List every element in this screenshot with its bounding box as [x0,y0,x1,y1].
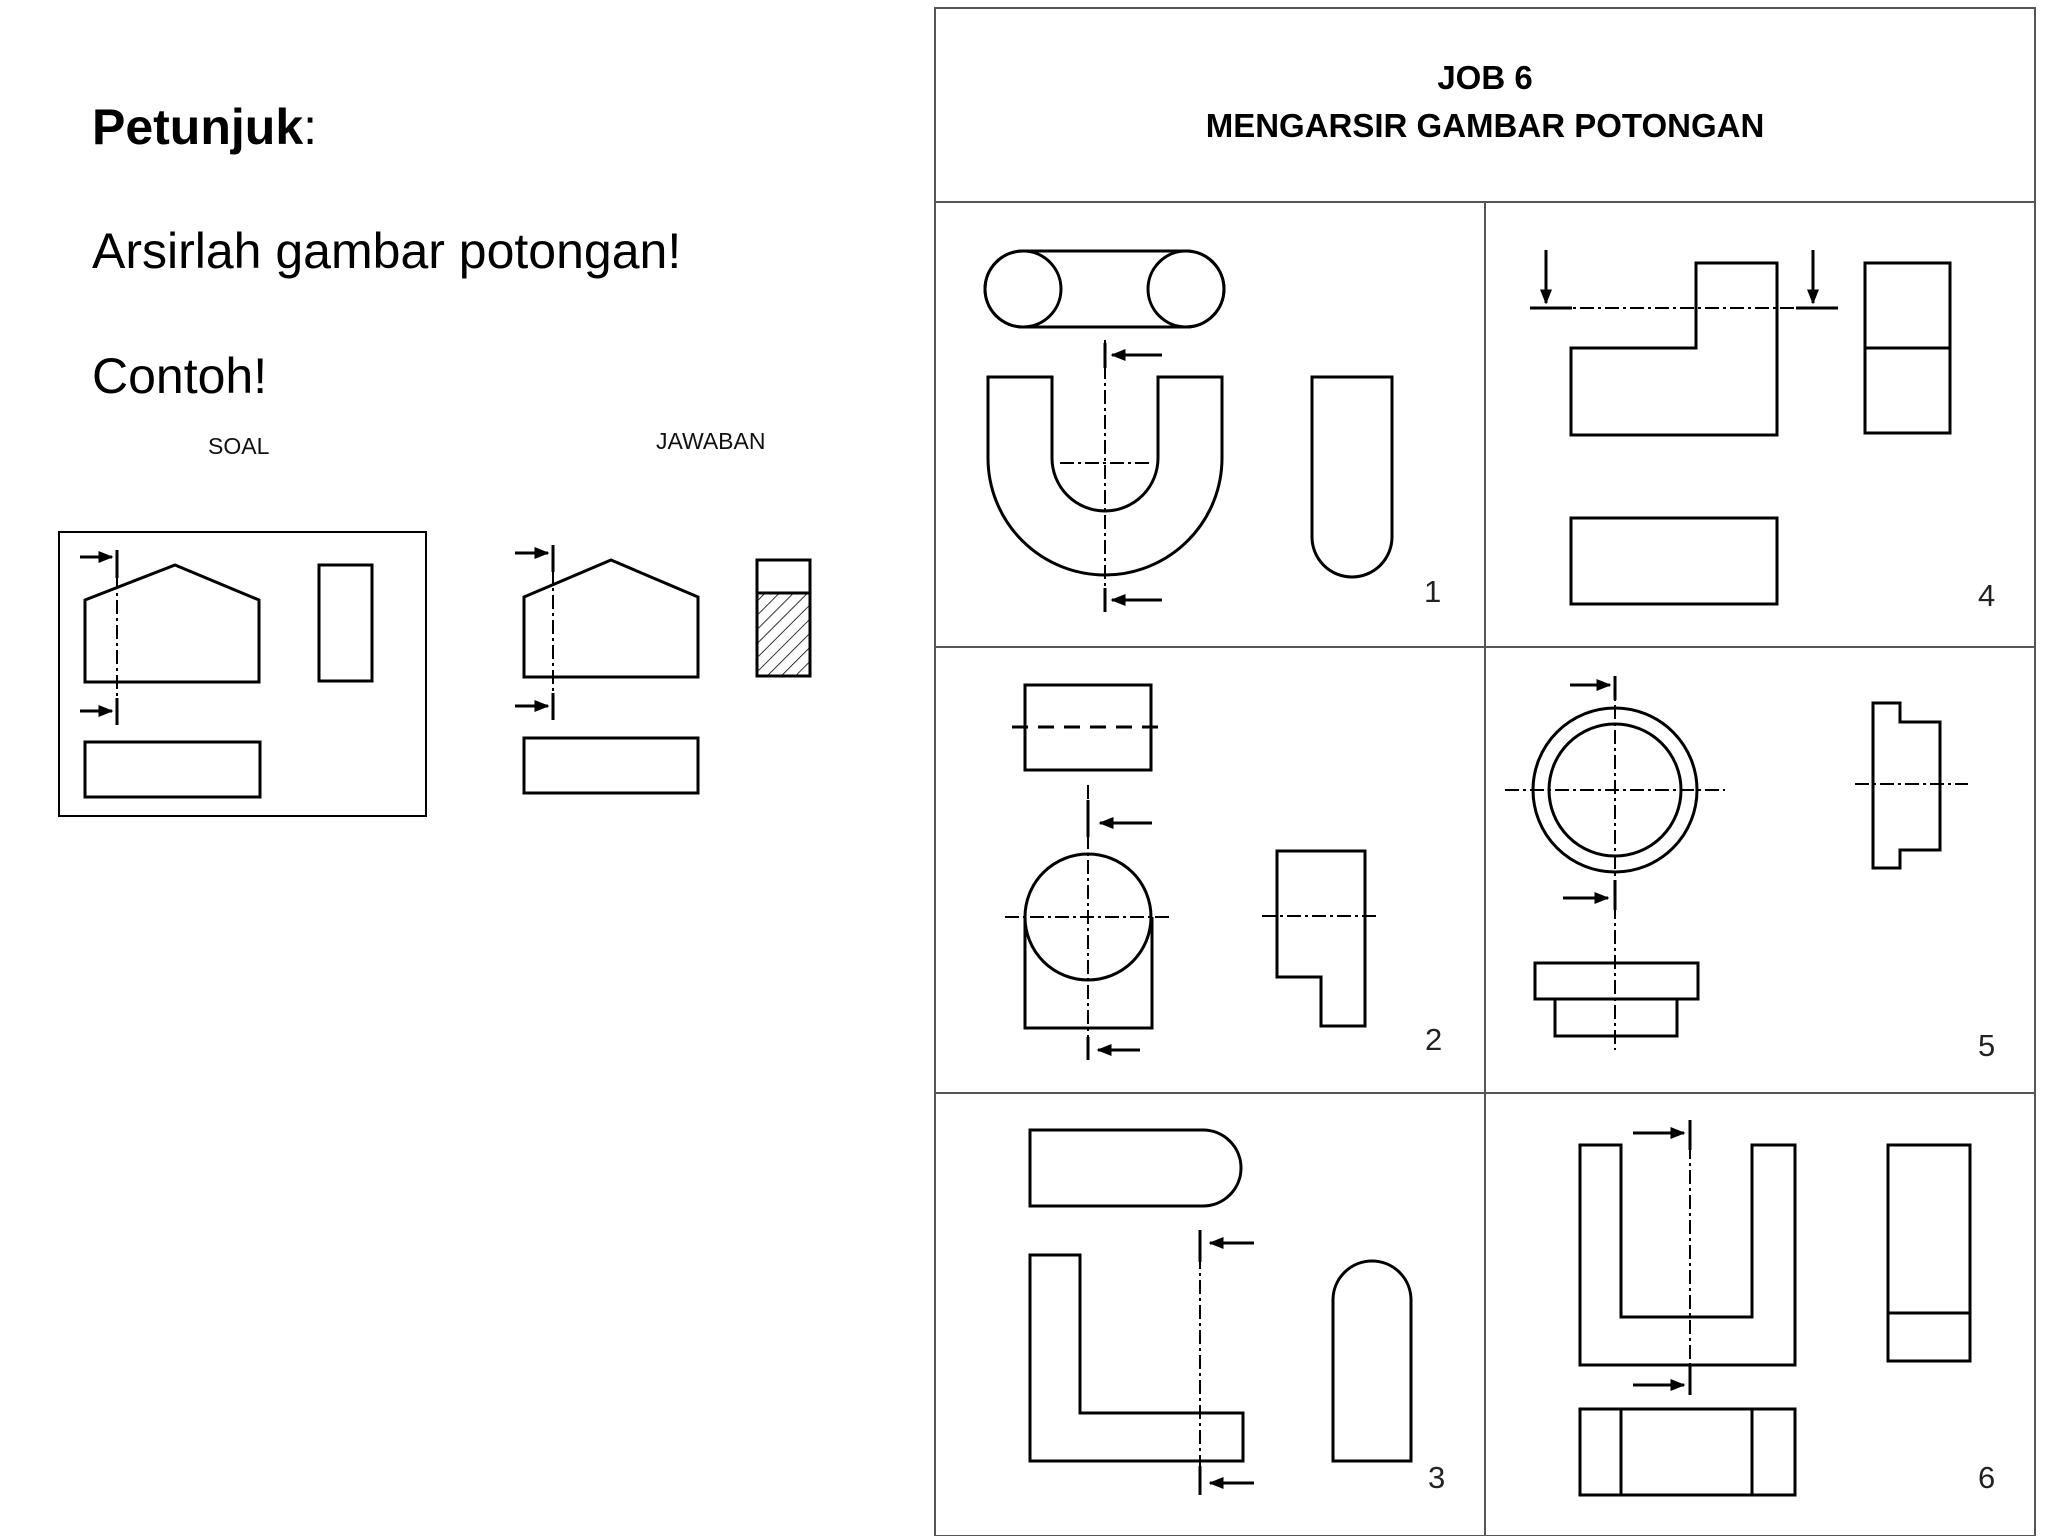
problem-6-number: 6 [1978,1460,1995,1495]
worksheet-frame [934,7,2036,1536]
instructions-body: Arsirlah gambar potongan! [92,223,682,279]
problem-1-figure [983,249,1394,612]
soal-label: SOAL [208,433,270,459]
problem-1-number: 1 [1424,574,1441,609]
problem-3-number: 3 [1428,1460,1445,1495]
example-heading: Contoh! [92,348,268,404]
problem-4-number: 4 [1978,578,1995,613]
example-soal-figure [58,531,427,817]
sheet-title-line2: MENGARSIR GAMBAR POTONGAN [1206,107,1765,144]
problem-6-figure [1578,1120,1972,1497]
problem-4-figure [1530,250,1952,606]
instructions-title: Petunjuk: [92,98,317,156]
problem-2-figure [1005,683,1380,1060]
instructions-title-colon: : [303,99,318,155]
problem-2-number: 2 [1425,1022,1442,1057]
jawaban-label: JAWABAN [656,428,766,454]
problem-5-number: 5 [1978,1028,1995,1063]
example-jawaban-figure [515,545,812,795]
problem-5-figure [1505,676,1968,1050]
instructions-title-text: Petunjuk [92,99,304,155]
sheet-title-line1: JOB 6 [1437,59,1532,96]
problem-3-figure [1028,1128,1413,1495]
